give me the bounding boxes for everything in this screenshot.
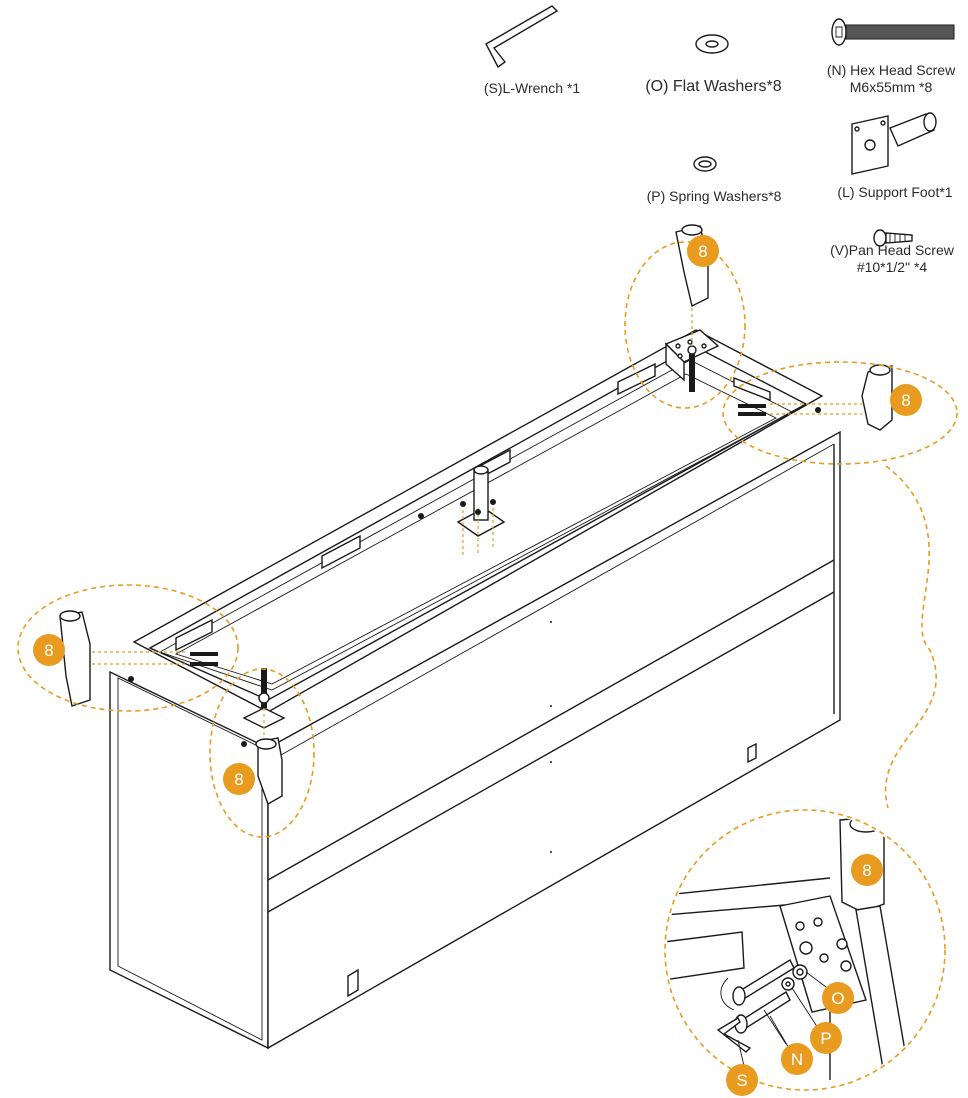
svg-text:8: 8 [901, 391, 910, 410]
detail-view [667, 815, 911, 1087]
part-label-support-foot: (L) Support Foot*1 [837, 184, 953, 200]
part-label-hex-head-screw: (N) Hex Head Screw M6x55mm *8 [826, 62, 956, 95]
part-label-pan-head-screw: (V)Pan Head Screw #10*1/2" *4 [830, 242, 954, 275]
callout-connector [885, 465, 937, 809]
svg-text:P: P [820, 1029, 831, 1048]
flat-washer-icon [695, 34, 729, 54]
detail-badge-s: S [726, 1039, 758, 1096]
l-wrench-icon [485, 5, 559, 69]
leg-corner-front [242, 668, 286, 806]
svg-text:S: S [736, 1071, 747, 1090]
part-label-flat-washers: (O) Flat Washers*8 [645, 78, 782, 95]
support-foot-icon [851, 112, 937, 175]
leg-count-badge-left: 8 [33, 634, 65, 666]
svg-text:8: 8 [234, 770, 243, 789]
leg-count-badge-front: 8 [223, 763, 255, 795]
hex-head-screw-icon [831, 18, 955, 46]
callout-circle-detail [664, 809, 946, 1091]
svg-text:8: 8 [698, 242, 707, 261]
detail-badge-n: N [769, 1015, 813, 1075]
part-label-l-wrench: (S)L-Wrench *1 [483, 80, 581, 96]
detail-badge-leg: 8 [851, 854, 883, 886]
leg-count-badge-right: 8 [890, 384, 922, 416]
leg-count-badge-top: 8 [687, 235, 719, 267]
svg-text:O: O [831, 989, 844, 1008]
callout-circle-right [722, 361, 958, 465]
detail-badge-p: P [791, 987, 842, 1054]
center-support-foot [456, 465, 506, 556]
svg-text:N: N [791, 1050, 803, 1069]
callout-circle-left [17, 584, 239, 712]
detail-badge-o: O [805, 971, 854, 1014]
part-label-spring-washers: (P) Spring Washers*8 [646, 188, 782, 204]
pan-head-screw-icon [873, 229, 913, 247]
callout-circle-top [624, 241, 746, 409]
svg-text:8: 8 [862, 861, 871, 880]
callout-circle-front [209, 668, 315, 838]
svg-text:8: 8 [44, 641, 53, 660]
spring-washer-icon [693, 156, 717, 172]
leg-corner-right [738, 364, 893, 431]
leg-corner-left [59, 610, 218, 707]
